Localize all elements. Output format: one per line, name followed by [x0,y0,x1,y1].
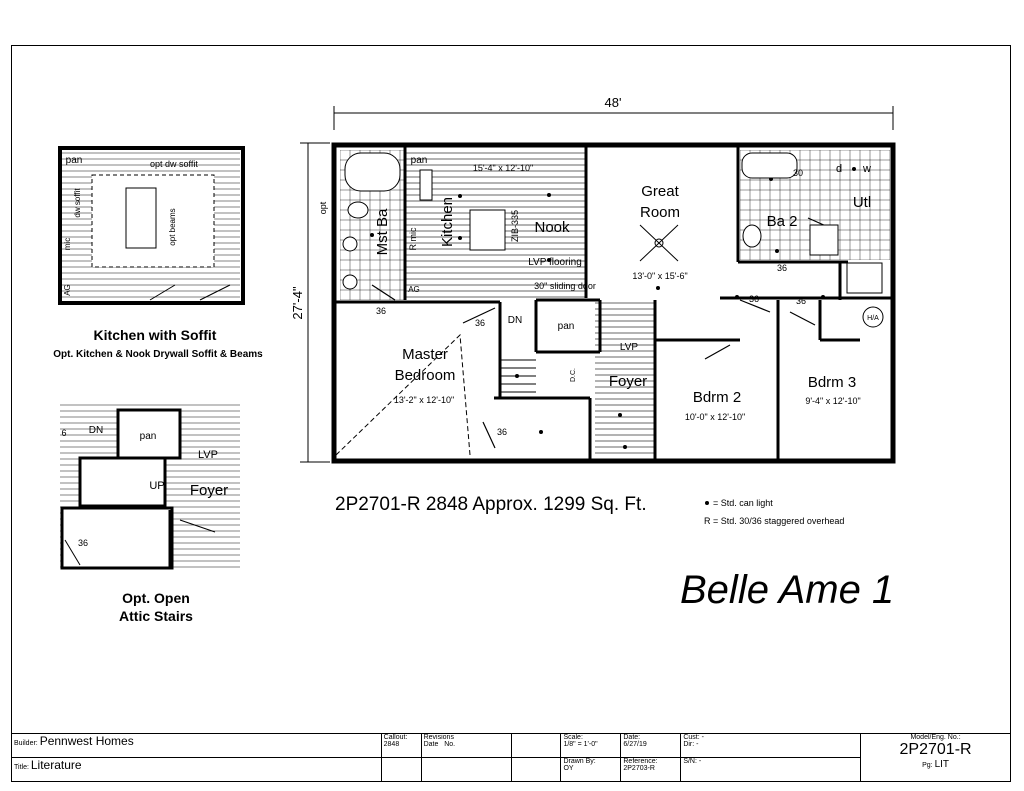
attic-up: UP [149,480,164,492]
dn-label: DN [508,315,522,326]
builder-label: Builder: [14,740,38,747]
title-block: Builder: Pennwest Homes Callout:2848 Rev… [11,733,1011,782]
legend-r: R = Std. 30/36 staggered overhead [704,516,844,526]
attic-pan: pan [140,431,157,442]
foyer-label: Foyer [609,373,647,390]
dim-36-e: 36 [796,296,806,306]
builder-value: Pennwest Homes [39,734,134,748]
dim-36-c: 36 [497,427,507,437]
drawn-value: OY [563,765,574,772]
model-line: 2P2701-R 2848 Approx. 1299 Sq. Ft. [335,494,647,515]
pan2-label: pan [558,321,575,332]
master-dim: 13'-2" x 12'-10" [394,395,454,405]
exterior-walls [331,142,896,464]
dim-36-b: 36 [475,318,485,328]
dc-label: D.C. [570,368,577,382]
ceiling-fan-icon [639,224,679,262]
great-room-dim: 13'-0" x 15'-6" [632,271,687,281]
ba2-label: Ba 2 [767,213,798,230]
kitchen-label: Kitchen [439,197,456,247]
ag-label: AG [408,285,420,294]
dim-36-d: 36 [749,294,759,304]
pg-value: LIT [934,759,950,770]
dw-soffit: dw soffit [73,188,82,218]
script-name: Belle Ame 1 [680,568,894,612]
attic-dn: DN [89,425,103,436]
bdrm2-dim: 10'-0" x 12'-10" [685,412,745,422]
dim-36-f: 36 [777,263,787,273]
revisions-label: Revisions [423,734,454,741]
soffit-mic: mic [63,238,72,250]
depth-label: 27'-4" [290,286,305,320]
width-dimension: 48' [333,95,894,130]
date-label: Date: [623,734,641,741]
can-light-symbol [705,501,709,505]
ref-label: Reference: [623,758,658,765]
opt-beams: opt beams [168,208,177,245]
drawing-sheet [11,45,1011,782]
attic-detail [60,400,240,570]
title-label: Title: [14,764,29,771]
cust-label: Cust: - [683,734,704,741]
bdrm3-label: Bdrm 3 [808,374,856,391]
interior-walls [336,147,891,459]
attic-lvp: LVP [198,449,218,461]
rev-no: No. [444,741,456,748]
rev-date: Date [423,741,439,748]
soffit-subtitle: Opt. Kitchen & Nook Drywall Soffit & Bea… [53,349,263,360]
ref-value: 2P2703-R [623,765,655,772]
opt-label: opt [318,201,328,214]
mst-ba-label: Mst Ba [374,208,391,255]
sliding-door-label: 30" sliding door [534,281,596,291]
sn-label: S/N: - [683,758,702,765]
callout-label: Callout: [383,734,408,741]
dim-36-a: 36 [376,306,386,316]
legend-can-light: = Std. can light [713,498,773,508]
soffit-ag: AG [63,284,72,296]
dryer-label: d [836,163,842,175]
scale-label: Scale: [563,734,583,741]
rmic-label: R mic [408,227,418,250]
fixtures [342,152,884,328]
pan-label: pan [411,155,428,166]
title-value: Literature [30,758,82,772]
callout-value: 2848 [383,741,400,748]
vault-line [335,333,471,456]
nook-label: Nook [534,219,570,236]
scale-value: 1/8" = 1'-0" [563,741,598,748]
foyer-flooring [595,300,655,455]
attic-6: 6 [61,428,66,438]
date-value: 6/27/19 [623,741,647,748]
pg-label: Pg: [922,762,933,769]
soffit-title: Kitchen with Soffit [94,327,217,343]
bdrm3-dim: 9'-4" x 12'-10" [805,396,860,406]
ha-label: H/A [867,315,879,322]
width-label: 48' [605,95,622,110]
model-value: 2P2701-R [899,741,972,758]
opt-dw-soffit: opt dw soffit [150,159,198,169]
lvp-flooring-label: LVP flooring [528,257,582,268]
zib-label: ZIB-335 [510,210,520,242]
model-label: Model/Eng. No.: [910,734,961,741]
nook-dim: 15'-4" x 12'-10" [473,163,533,173]
bdrm2-label: Bdrm 2 [693,389,741,406]
soffit-detail [58,146,245,305]
drawn-label: Drawn By: [563,758,596,765]
utl-label: Utl [853,194,871,211]
washer-label: w [862,163,871,175]
lvp-label: LVP [620,342,638,353]
dim-30: 30 [793,168,803,178]
attic-foyer: Foyer [190,482,228,499]
depth-dimension: 27'-4" opt [290,142,330,463]
dir-label: Dir: - [683,741,699,748]
soffit-pan: pan [66,155,83,166]
attic-36: 36 [78,538,88,548]
